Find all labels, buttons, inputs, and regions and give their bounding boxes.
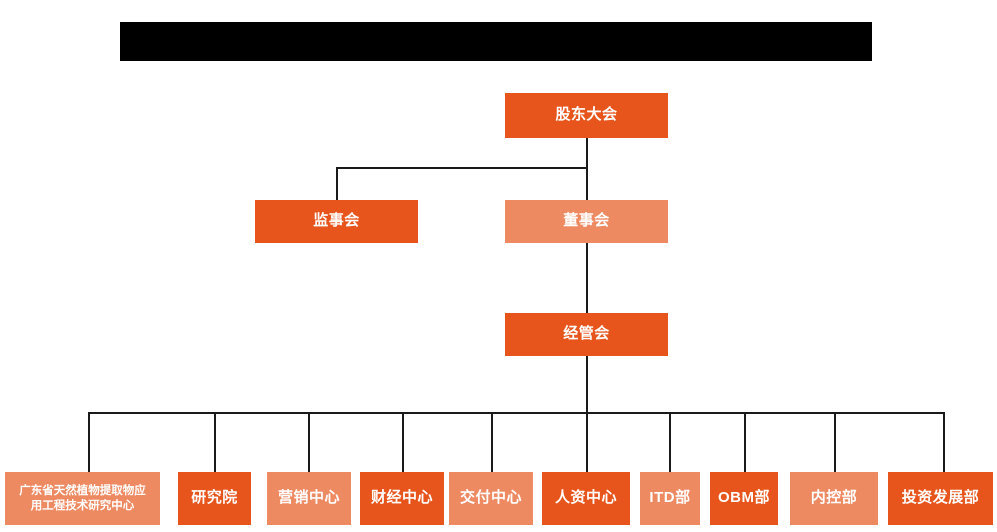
node-board-of-supervisors[interactable]: 监事会: [255, 200, 418, 243]
node-label: 经管会: [563, 325, 610, 343]
connector-to-marketing-center: [308, 412, 310, 472]
node-label: 财经中心: [370, 489, 433, 507]
node-obm-department[interactable]: OBM部: [710, 472, 778, 525]
node-finance-center[interactable]: 财经中心: [360, 472, 444, 525]
connector-to-delivery-center: [491, 412, 493, 472]
node-label: 股东大会: [555, 106, 618, 124]
node-label: 董事会: [563, 212, 610, 230]
node-label-line2: 用工程技术研究中心: [30, 499, 135, 512]
node-label: 营销中心: [277, 489, 340, 507]
connector-to-itd-department: [669, 412, 671, 472]
connector-to-finance-center: [402, 412, 404, 472]
node-engineering-research-center[interactable]: 广东省天然植物提取物应 用工程技术研究中心: [5, 472, 160, 525]
connector-to-engineering-research-center: [88, 412, 90, 472]
node-label: ITD部: [649, 489, 691, 507]
node-research-institute[interactable]: 研究院: [178, 472, 251, 525]
connector-to-hr-center: [586, 412, 588, 472]
node-investment-development-department[interactable]: 投资发展部: [888, 472, 993, 525]
node-label: OBM部: [718, 489, 770, 507]
node-itd-department[interactable]: ITD部: [640, 472, 700, 525]
connector-to-internal-control-department: [834, 412, 836, 472]
node-label: 投资发展部: [901, 489, 980, 507]
node-label: 交付中心: [459, 489, 522, 507]
node-label: 研究院: [191, 489, 238, 507]
connector-leaf-bus: [88, 412, 945, 414]
node-management-committee[interactable]: 经管会: [505, 313, 668, 356]
connector-to-board-of-supervisors: [336, 167, 338, 200]
connector-directors-to-management: [586, 243, 588, 313]
connector-to-research-institute: [214, 412, 216, 472]
connector-tier2-bus: [336, 167, 588, 169]
node-label-line1: 广东省天然植物提取物应: [19, 485, 146, 498]
redacted-title-bar: [120, 22, 872, 61]
node-hr-center[interactable]: 人资中心: [542, 472, 630, 525]
node-shareholders-meeting[interactable]: 股东大会: [505, 93, 668, 138]
connector-to-board-of-directors: [586, 167, 588, 200]
node-label: 人资中心: [554, 489, 617, 507]
connector-to-obm-department: [744, 412, 746, 472]
node-label: 内控部: [810, 489, 858, 507]
node-label-multiline: 广东省天然植物提取物应 用工程技术研究中心: [15, 484, 150, 513]
node-board-of-directors[interactable]: 董事会: [505, 200, 668, 243]
node-label: 监事会: [313, 212, 360, 230]
node-marketing-center[interactable]: 营销中心: [267, 472, 351, 525]
connector-shareholders-down: [586, 138, 588, 168]
connector-to-investment-development-department: [943, 412, 945, 472]
node-delivery-center[interactable]: 交付中心: [449, 472, 533, 525]
node-internal-control-department[interactable]: 内控部: [790, 472, 878, 525]
connector-management-down: [586, 356, 588, 413]
